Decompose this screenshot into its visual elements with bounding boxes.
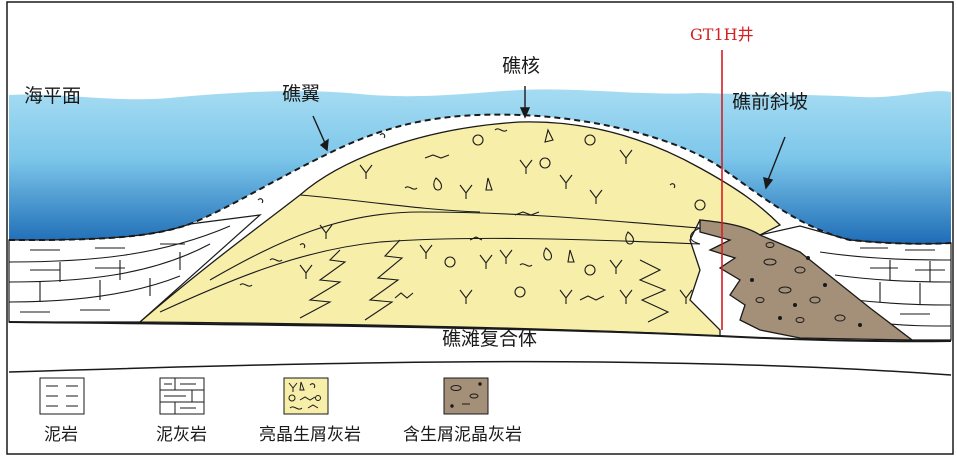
legend-label-sparry-bioclastic-limestone: 亮晶生屑灰岩 [259, 425, 361, 445]
legend-label-bioclastic-micritic-limestone: 含生屑泥晶灰岩 [403, 425, 522, 445]
fore-reef-slope-body [699, 219, 914, 341]
legend: 泥岩 泥灰岩 亮晶生屑灰岩 含生屑泥晶灰岩 [39, 377, 522, 445]
sea-water [9, 89, 951, 244]
well-label: GT1H井 [690, 25, 754, 44]
legend-swatch-marl [159, 377, 205, 415]
reef-internal-lines [159, 194, 701, 323]
base-line-lower [8, 360, 952, 376]
right-strata-lines [819, 247, 952, 327]
sea-level-label: 海平面 [24, 85, 81, 107]
reef-wing-label: 礁翼 [282, 83, 320, 105]
legend-swatch-bioclastic-micritic-limestone [443, 377, 489, 415]
legend-label-marl: 泥灰岩 [156, 425, 207, 445]
bioclast-symbols [239, 128, 706, 304]
base-line-upper [8, 321, 952, 343]
fore-reef-slope-label: 礁前斜坡 [732, 91, 808, 113]
pointer-arrows [312, 86, 786, 190]
outer-border [6, 1, 954, 455]
reef-top-dashed-line [9, 113, 952, 245]
reef-shoal-complex-label: 礁滩复合体 [442, 328, 537, 350]
legend-label-mudstone: 泥岩 [44, 425, 78, 445]
slope-clasts [750, 242, 862, 327]
reef-core-label: 礁核 [502, 55, 540, 77]
left-strata-lines [8, 225, 231, 313]
legend-swatch-mudstone [39, 377, 85, 415]
legend-swatch-sparry-bioclastic-limestone [283, 377, 329, 415]
